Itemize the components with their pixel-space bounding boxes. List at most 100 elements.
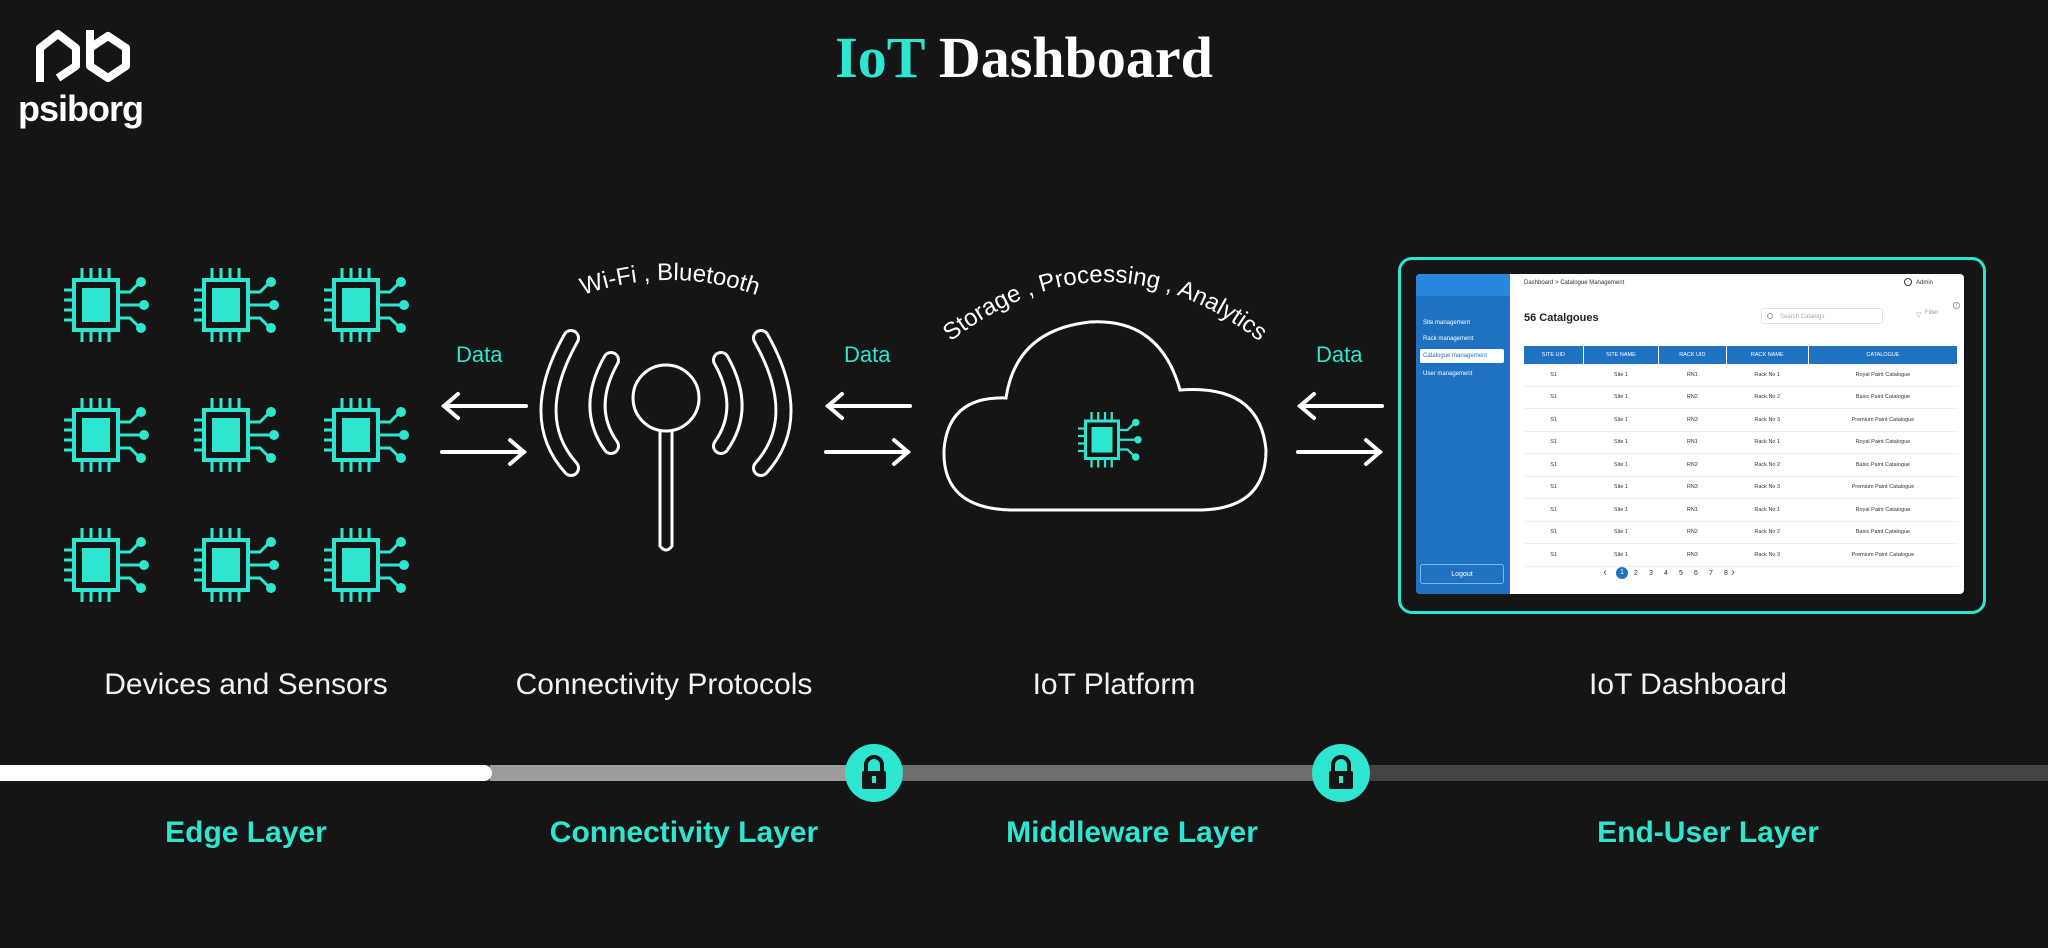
table-cell: S1 (1524, 498, 1584, 522)
table-cell: Royal Paint Catalogue (1808, 431, 1958, 454)
dashboard-screen: Site management Rack management Catalogu… (1416, 274, 1964, 594)
column-header[interactable]: SITE UID (1524, 346, 1584, 364)
chip-icon (192, 396, 281, 474)
chip-icon (192, 526, 281, 604)
dashboard-sidebar (1416, 274, 1510, 594)
layer-label-edge: Edge Layer (165, 816, 327, 849)
page-number-button[interactable]: 4 (1664, 570, 1668, 577)
table-cell: Rack No 1 (1726, 364, 1809, 387)
table-cell: Rack No 2 (1726, 521, 1809, 544)
table-cell: Basic Paint Catalogue (1808, 386, 1958, 409)
user-icon (1904, 278, 1912, 286)
sidebar-item-catalogue[interactable]: Catalogue management (1420, 349, 1504, 363)
table-cell: Site 1 (1583, 364, 1659, 387)
page-number-button[interactable]: 1 (1616, 567, 1628, 579)
svg-text:Storage , Processing , Analyti: Storage , Processing , Analytics (938, 261, 1272, 347)
column-header[interactable]: SITE NAME (1583, 346, 1660, 364)
page-number-button[interactable]: 8 (1724, 570, 1728, 577)
table-cell: S1 (1524, 521, 1584, 544)
chip-icon (322, 268, 411, 344)
chip-icon (192, 268, 281, 344)
stage-label-connectivity: Connectivity Protocols (515, 668, 813, 701)
layer-label-middleware: Middleware Layer (1006, 816, 1258, 849)
table-cell: Site 1 (1583, 431, 1659, 454)
layer-label-connectivity: Connectivity Layer (549, 816, 819, 849)
data-label-2: Data (844, 342, 891, 367)
table-cell: S1 (1524, 543, 1584, 567)
table-cell: RN3 (1658, 408, 1727, 432)
sidebar-item-user[interactable]: User management (1423, 371, 1473, 377)
logout-button[interactable]: Logout (1420, 564, 1504, 584)
protocols-label: Wi-Fi , Bluetooth (577, 259, 764, 301)
user-name[interactable]: Admin (1916, 280, 1934, 286)
page-number-button[interactable]: 6 (1694, 570, 1698, 577)
data-label-1: Data (456, 342, 503, 367)
sidebar-header (1416, 274, 1510, 296)
table-cell: S1 (1524, 408, 1584, 432)
psiborg-logo-icon (36, 30, 130, 82)
table-cell: Site 1 (1583, 386, 1659, 409)
table-cell: RN2 (1658, 386, 1727, 409)
table-cell: Royal Paint Catalogue (1808, 498, 1958, 522)
catalogue-count: 56 Catalgoues (1524, 312, 1599, 324)
column-header[interactable]: CATALOGUE (1808, 346, 1959, 364)
bidirectional-arrow-icon (440, 392, 528, 466)
next-page-button[interactable]: › (1731, 567, 1735, 578)
table-cell: Rack No 1 (1726, 498, 1809, 522)
stage-label-platform: IoT Platform (1032, 668, 1196, 701)
filter-button[interactable]: Filter (1925, 310, 1939, 316)
table-cell: RN1 (1658, 431, 1727, 454)
title-accent: IoT (835, 25, 925, 90)
table-cell: Rack No 2 (1726, 386, 1809, 409)
data-label-3: Data (1316, 342, 1363, 367)
lock-icon (1312, 744, 1370, 802)
table-cell: S1 (1524, 476, 1584, 499)
table-cell: RN2 (1658, 521, 1727, 544)
table-cell: S1 (1524, 364, 1584, 387)
sidebar-item-rack[interactable]: Rack management (1423, 336, 1474, 342)
platform-label: Storage , Processing , Analytics (938, 261, 1272, 347)
table-cell: Basic Paint Catalogue (1808, 453, 1958, 477)
page-number-button[interactable]: 5 (1679, 570, 1683, 577)
page-title: IoT Dashboard (0, 24, 2048, 91)
table-cell: Site 1 (1583, 543, 1659, 567)
table-cell: Site 1 (1583, 476, 1659, 499)
info-icon[interactable]: i (1953, 302, 1960, 309)
table-cell: Rack No 3 (1726, 476, 1809, 499)
sidebar-item-site[interactable]: Site management (1423, 320, 1471, 326)
table-cell: Rack No 3 (1726, 543, 1809, 567)
search-input[interactable]: Search Catalogs (1761, 308, 1883, 324)
chip-icon (322, 526, 411, 604)
table-cell: RN3 (1658, 476, 1727, 499)
dashboard-frame (1398, 257, 1986, 614)
table-cell: RN3 (1658, 543, 1727, 567)
progress-segment (490, 765, 900, 781)
table-cell: Site 1 (1583, 498, 1659, 522)
page-number-button[interactable]: 7 (1709, 570, 1713, 577)
prev-page-button[interactable]: ‹ (1603, 567, 1607, 578)
page-number-button[interactable]: 2 (1634, 570, 1638, 577)
table-cell: Site 1 (1583, 408, 1659, 432)
table-cell: Rack No 1 (1726, 431, 1809, 454)
bidirectional-arrow-icon (1296, 392, 1384, 466)
filter-icon[interactable]: ▽ (1916, 312, 1922, 319)
table-cell: Site 1 (1583, 521, 1659, 544)
cloud-icon (942, 320, 1268, 512)
search-icon (1767, 313, 1773, 319)
table-cell: S1 (1524, 453, 1584, 477)
column-header[interactable]: RACK NAME (1726, 346, 1809, 364)
column-header[interactable]: RACK UID (1658, 346, 1727, 364)
chip-icon (64, 396, 151, 474)
chip-icon (322, 396, 411, 474)
page-number-button[interactable]: 3 (1649, 570, 1653, 577)
stage-label-devices: Devices and Sensors (104, 668, 388, 701)
